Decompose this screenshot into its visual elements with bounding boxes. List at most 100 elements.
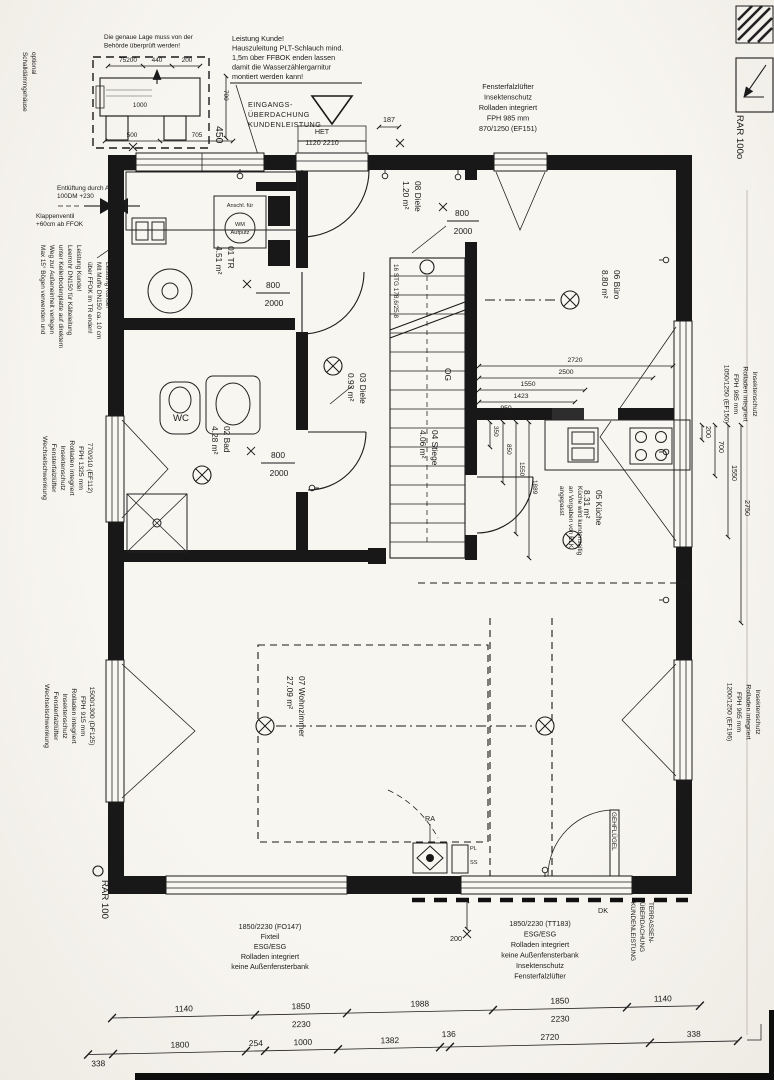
rar-top-label: RAR 100o xyxy=(734,115,745,159)
door-tt183 xyxy=(460,875,633,895)
wm-box: Anschl. für WM Aufputz xyxy=(213,195,267,249)
ef151-line: Fensterfalzlüfter xyxy=(482,82,534,91)
ef150-line: FPH 985 mm xyxy=(732,374,739,414)
wm-line: Anschl. für xyxy=(227,203,254,209)
room-area: 4.28 m² xyxy=(210,426,220,455)
room-label-buero: 06 Büro 8.80 m² xyxy=(600,270,622,300)
ef112-line: FPH 1325 mm xyxy=(77,446,84,490)
detail-dim-700: 700 xyxy=(222,90,229,101)
dim: 2720 xyxy=(540,1032,559,1042)
ef112-line: Wechselschwenkung xyxy=(41,436,48,500)
dim: 2230 xyxy=(551,1013,570,1023)
window-ef150 xyxy=(673,320,693,548)
fireplace-group: RA PL SS xyxy=(412,814,478,874)
dim-stub-200: 200 xyxy=(450,898,472,943)
room-area: 1.20 m² xyxy=(401,181,411,210)
het-line: 1120 2210 xyxy=(305,138,338,147)
ef151-note: Fensterfalzlüfter Insektenschutz Rollade… xyxy=(479,82,537,133)
entl-line: Entlüftung durch AW xyxy=(57,185,116,192)
site-note-line: Die genaue Lage muss von der xyxy=(104,34,194,41)
room-name: 05 Küche xyxy=(594,490,604,526)
ef151-line: FPH 985 mm xyxy=(487,114,529,123)
door-h: 2000 xyxy=(265,298,284,308)
ef196-line: Rolladen integriert xyxy=(745,684,752,739)
terrasse-line: ÜBERDACHUNG xyxy=(638,902,646,952)
detail-dim: 75200 xyxy=(119,57,137,64)
room-name: 04 Stiege xyxy=(430,430,440,466)
dim: 1382 xyxy=(380,1035,399,1045)
ef112-line: 770/910 (EF112) xyxy=(86,443,93,494)
room-label-diele8: 08 Diele 1.20 m² xyxy=(401,181,423,212)
room-name: 06 Büro xyxy=(612,270,622,300)
dim: 338 xyxy=(687,1029,702,1039)
room-label-stiege: 04 Stiege 4.06 m² xyxy=(418,430,440,466)
room-name: 08 Diele xyxy=(413,181,423,212)
leitung2-note: Leistung Kunde! Mit Muffe DN150 ca. 10 c… xyxy=(86,262,111,339)
ef150-line: Rolladen integriert xyxy=(742,366,749,421)
dim: 200 xyxy=(450,934,462,943)
window-ef151 xyxy=(493,152,548,172)
dim: 1988 xyxy=(410,998,429,1008)
fixtures-kueche xyxy=(544,419,691,471)
wp-unit xyxy=(147,268,193,314)
haus-line: Hauszuleitung PLT-Schlauch mind. xyxy=(232,44,343,53)
ra-label: RA xyxy=(425,814,435,823)
eingang-line: KUNDENLEISTUNG xyxy=(248,120,321,129)
pl-label: PL xyxy=(470,846,477,852)
dim: 1889 xyxy=(531,480,538,495)
haus-line: 1,5m über FFBOK enden lassen xyxy=(232,53,335,62)
eingang-line: EINGANGS- xyxy=(248,100,293,109)
entlueftung-note: Entlüftung durch AW 100DM +230 Klappenve… xyxy=(36,185,140,228)
leitung1-line: unter Kellerbodenplatte auf direktem xyxy=(57,245,64,348)
inner-walls xyxy=(123,168,691,564)
dim: 1140 xyxy=(654,993,673,1003)
dim: 2230 xyxy=(292,1019,311,1029)
room-area: 8.31 m² xyxy=(582,490,592,519)
windows-right xyxy=(599,320,693,781)
door-label-2: 800 2000 xyxy=(242,279,290,308)
dim: 1800 xyxy=(170,1039,189,1049)
gehfluegel-label: GEHFLÜGEL xyxy=(610,812,618,851)
room-area: 4.06 m² xyxy=(418,430,428,459)
doors xyxy=(295,169,618,535)
entl-line: 100DM +230 xyxy=(57,193,94,200)
ef151-line: Rolladen integriert xyxy=(479,103,537,112)
dim: 338 xyxy=(91,1058,106,1068)
door-w: 800 xyxy=(266,280,280,290)
wc-label: WC xyxy=(173,413,189,424)
leitung2-line: Leistung Kunde! xyxy=(104,262,111,308)
eingang-note: EINGANGS- ÜBERDACHUNG KUNDENLEISTUNG xyxy=(248,95,354,129)
stairs-target-label: OG xyxy=(443,368,453,381)
het-label: HET 1120 2210 xyxy=(305,127,338,147)
eingang-line: ÜBERDACHUNG xyxy=(248,110,310,119)
scan-artifacts xyxy=(135,190,774,1080)
door-w: 800 xyxy=(271,450,285,460)
dim: 950 xyxy=(500,405,512,412)
steps-dim: 187 xyxy=(383,115,395,124)
dim: 1550 xyxy=(730,465,739,481)
hob xyxy=(629,427,673,465)
room-name: 03 Diele xyxy=(358,373,368,404)
window-ef112 xyxy=(105,415,125,523)
dim: 1140 xyxy=(175,1003,194,1013)
leitung1-line: Weg zur Außeneinheit verlegen xyxy=(48,245,55,334)
dim: 700 xyxy=(717,441,726,453)
leitung2-line: Mit Muffe DN150 ca. 10 cm xyxy=(95,262,102,339)
north-arrow-icon xyxy=(735,57,774,113)
df125-line: Rolladen integriert xyxy=(70,688,77,743)
kueche-note: Küche wird kundenseitig an Vorgaben von … xyxy=(558,486,583,556)
klappe-line: +60cm ab FFOK xyxy=(36,221,84,228)
df125-line: Fensterfalzlüfter xyxy=(52,692,59,741)
shower xyxy=(126,493,188,553)
room-label-tr: 01 TR 4.51 m² xyxy=(214,246,236,275)
leitung1-line: Leerrohr DN150 für Kälteleitung xyxy=(66,245,73,336)
hauszuleitung-note: Leistung Kunde! Hauszuleitung PLT-Schlau… xyxy=(230,34,362,159)
leitung1-line: Leistung Kunde! xyxy=(75,245,82,291)
door-h: 2000 xyxy=(270,468,289,478)
door-w: 800 xyxy=(455,208,469,218)
detail-dim: 440 xyxy=(152,57,163,64)
terrasse-line: KUNDENLEISTUNG xyxy=(629,902,636,961)
dim: 2750 xyxy=(743,500,752,516)
rar-bottom-label: RAR 100 xyxy=(92,865,110,919)
room-area: 8.80 m² xyxy=(600,270,610,299)
